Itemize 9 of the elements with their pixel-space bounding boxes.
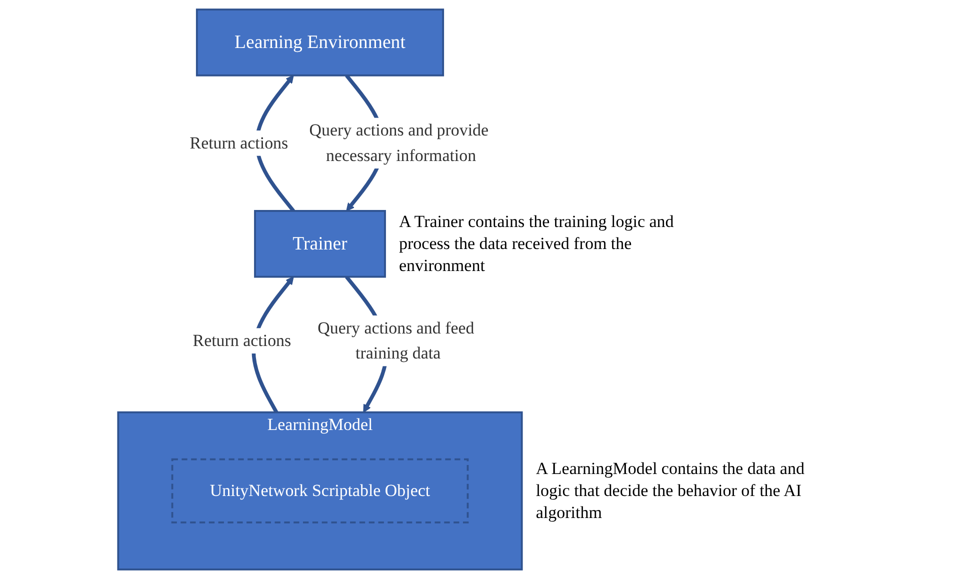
edge-label: Return actions — [190, 133, 288, 152]
node-box: Learning Environment — [196, 8, 444, 76]
node-note: A Trainer contains the training logic and process the data received from the environment — [399, 210, 675, 278]
edge-label: Return actions — [192, 330, 292, 350]
node-note: A LearningModel contains the data and logic that decide the behavior of the AI algorithm — [536, 458, 806, 524]
edge-label: Query actions and feed training data — [318, 318, 474, 362]
node-box: UnityNetwork Scriptable Object — [171, 458, 469, 524]
edge-label: Query actions and provide necessary information — [309, 120, 489, 165]
node-box: Trainer — [254, 210, 386, 278]
